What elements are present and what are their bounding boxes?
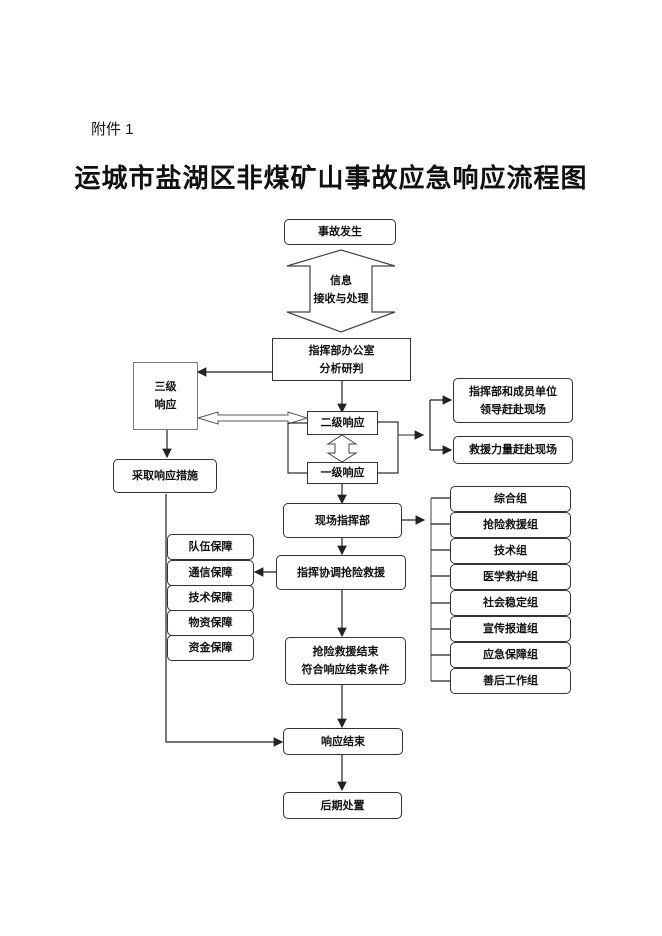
group-item: 技术组 [450, 538, 571, 564]
coordinate-label: 指挥协调抢险救援 [297, 565, 385, 579]
group-label: 宣传报道组 [483, 622, 538, 635]
group-item: 宣传报道组 [450, 616, 571, 642]
group-item: 社会稳定组 [450, 590, 571, 616]
response-end-label: 响应结束 [321, 734, 365, 748]
info-line1: 信息 [330, 274, 352, 287]
node-rescue-end: 抢险救援结束 符合响应结束条件 [285, 637, 406, 685]
rescue-end-line2: 符合响应结束条件 [301, 663, 390, 676]
level1-label: 一级响应 [320, 466, 365, 479]
leaders-line1: 指挥部和成员单位 [469, 384, 557, 398]
node-aftermath: 后期处置 [283, 792, 402, 819]
group-label: 技术组 [494, 544, 527, 557]
attachment-label: 附件 1 [91, 121, 134, 138]
node-incident-label: 事故发生 [318, 225, 362, 238]
guarantee-item: 物资保障 [167, 610, 254, 636]
level3-line2: 响应 [154, 398, 177, 411]
command-office-line1: 指挥部办公室 [308, 343, 375, 357]
info-line2: 接收与处理 [313, 292, 369, 305]
group-ticks [431, 497, 450, 682]
group-item: 抢险救援组 [450, 512, 571, 538]
node-level2: 二级响应 [307, 411, 378, 435]
rescue-forces-label: 救援力量赶赴现场 [469, 443, 557, 456]
leaders-line2: 领导赶赴现场 [480, 402, 546, 416]
node-level3: 三级 响应 [133, 362, 198, 430]
group-label: 社会稳定组 [483, 596, 538, 609]
take-measures-label: 采取响应措施 [132, 469, 198, 482]
node-response-end: 响应结束 [283, 728, 403, 755]
group-label: 医学救护组 [483, 570, 538, 583]
rescue-end-line1: 抢险救援结束 [312, 645, 379, 658]
guarantee-label: 资金保障 [188, 641, 233, 654]
guarantee-label: 队伍保障 [188, 540, 233, 553]
group-item: 应急保障组 [450, 642, 571, 668]
node-incident: 事故发生 [284, 219, 396, 245]
page-title: 运城市盐湖区非煤矿山事故应急响应流程图 [74, 164, 588, 194]
level3-line1: 三级 [154, 380, 177, 393]
node-info: 信息 接收与处理 [300, 272, 382, 308]
command-office-line2: 分析研判 [319, 361, 364, 375]
guarantee-label: 技术保障 [188, 591, 233, 604]
info-double-arrow [286, 249, 396, 333]
guarantee-label: 物资保障 [188, 616, 233, 629]
guarantee-label: 通信保障 [188, 566, 233, 579]
level2-label: 二级响应 [320, 416, 365, 429]
level2-level1-double-arrow [326, 434, 358, 463]
guarantee-item: 资金保障 [167, 635, 254, 661]
node-command-office: 指挥部办公室 分析研判 [272, 338, 411, 381]
node-coordinate-rescue: 指挥协调抢险救援 [276, 555, 406, 590]
field-hq-label: 现场指挥部 [315, 513, 370, 527]
node-field-hq: 现场指挥部 [283, 503, 402, 538]
guarantee-item: 队伍保障 [167, 534, 254, 560]
node-rescue-forces-to-site: 救援力量赶赴现场 [453, 436, 573, 464]
node-leaders-to-site: 指挥部和成员单位 领导赶赴现场 [453, 378, 573, 423]
aftermath-label: 后期处置 [320, 798, 365, 812]
node-take-measures: 采取响应措施 [113, 459, 217, 493]
node-level1: 一级响应 [307, 462, 378, 484]
group-item: 综合组 [450, 486, 571, 512]
level3-level2-double-arrow [196, 411, 309, 425]
guarantee-item: 通信保障 [167, 560, 254, 586]
group-label: 善后工作组 [483, 674, 538, 687]
group-label: 抢险救援组 [483, 518, 538, 531]
group-item: 医学救护组 [450, 564, 571, 590]
group-label: 综合组 [494, 492, 527, 505]
guarantee-item: 技术保障 [167, 585, 254, 611]
group-item: 善后工作组 [450, 668, 571, 694]
group-label: 应急保障组 [483, 648, 538, 661]
